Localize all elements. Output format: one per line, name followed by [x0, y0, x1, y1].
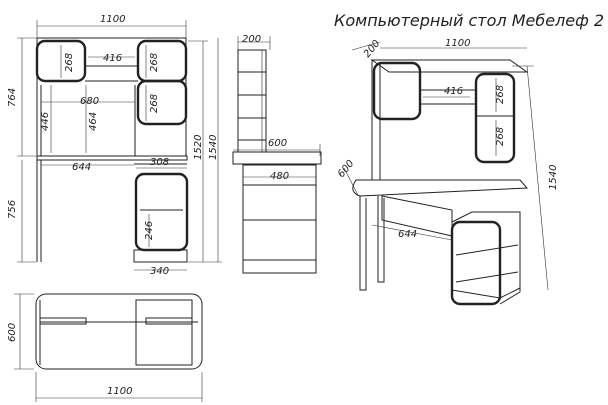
dim-front-center-niche: 464 [88, 112, 99, 131]
dim-top-width: 1100 [107, 386, 132, 397]
top-view: 600 1100 [7, 293, 203, 402]
dim-front-shelf-h-left: 268 [64, 53, 75, 72]
dim-top-depth: 600 [7, 323, 18, 342]
dim-side-pedestal-depth: 480 [270, 171, 289, 182]
dim-front-middle-width: 680 [80, 96, 99, 107]
dim-iso-width: 1100 [445, 38, 470, 49]
dim-front-total-1: 1520 [193, 135, 204, 160]
dim-front-total-2: 1540 [208, 135, 219, 160]
dim-side-top-depth: 200 [242, 34, 261, 45]
dim-iso-depth: 600 [336, 158, 357, 180]
dim-front-leg-span: 644 [72, 162, 91, 173]
dim-front-shelf-width: 416 [103, 53, 122, 64]
dim-front-desk-height: 756 [7, 200, 18, 219]
drawing-title: Компьютерный стол Мебелеф 2 [334, 11, 604, 30]
dim-iso-leg-span: 644 [398, 229, 417, 240]
dim-front-shelf-h-right-top: 268 [149, 53, 160, 72]
dim-iso-shelf-width: 416 [444, 86, 463, 97]
side-view: 200 600 480 [232, 34, 322, 274]
dim-front-pedestal-base: 340 [150, 266, 169, 277]
dim-front-pedestal-shelf: 246 [144, 221, 155, 240]
dim-iso-top-depth: 200 [362, 38, 383, 60]
dim-iso-shelf-h2: 268 [495, 127, 506, 146]
dim-side-desk-depth: 600 [268, 138, 287, 149]
dim-front-upper-height: 764 [7, 88, 18, 107]
dim-iso-shelf-h1: 268 [495, 85, 506, 104]
dim-front-pedestal-width: 308 [150, 157, 169, 168]
dim-iso-height: 1540 [548, 165, 559, 190]
dim-front-shelf-h-right-bottom: 268 [149, 94, 160, 113]
dim-front-left-niche: 446 [40, 112, 51, 131]
iso-view: 200 1100 416 268 268 600 644 [336, 38, 559, 306]
front-view: 1100 416 268 268 268 680 446 464 [7, 14, 222, 277]
dim-front-width: 1100 [100, 14, 125, 25]
